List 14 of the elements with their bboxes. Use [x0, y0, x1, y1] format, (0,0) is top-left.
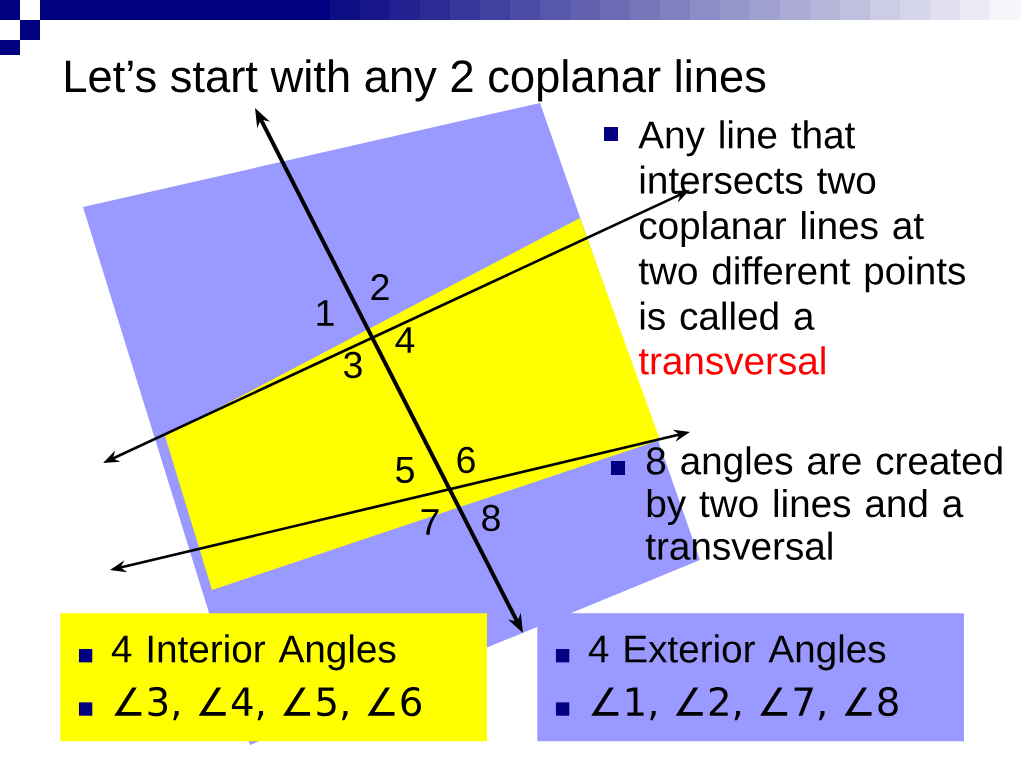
angle-number: 2	[371, 274, 389, 301]
angle-number: 1	[317, 300, 334, 326]
highlighted-term: transversal	[638, 346, 825, 375]
angle-number: 6	[457, 446, 475, 474]
angle-number: 5	[396, 457, 414, 483]
title: Let’s start with any 2 coplanar lines	[66, 59, 766, 102]
angle-number: 4	[395, 327, 415, 353]
bullet-text: Any line that intersects two coplanar lines at two different points is called a	[638, 120, 965, 330]
angle-number: 8	[482, 504, 500, 532]
exterior-angles-box: 4 Exterior Angles ∠1, ∠2, ∠7, ∠8	[537, 613, 964, 742]
bullet-text: 8 angles are created by two lines and a transversal	[645, 446, 1002, 560]
angle-number: 7	[421, 509, 439, 535]
interior-angles-box: 4 Interior Angles ∠3, ∠4, ∠5, ∠6	[60, 613, 487, 742]
angle-number: 3	[344, 351, 362, 379]
